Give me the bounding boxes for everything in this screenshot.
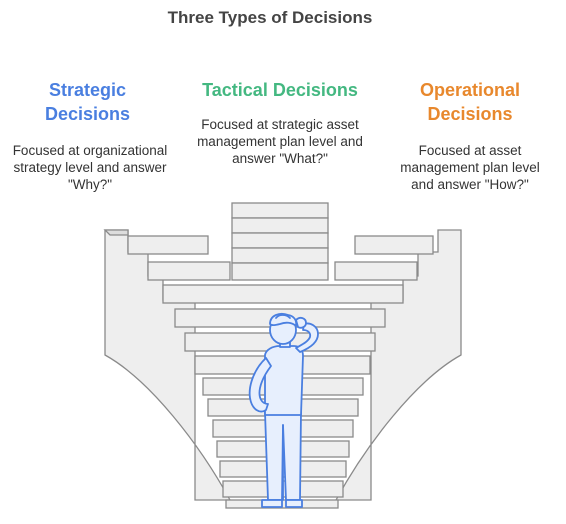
- operational-heading: Operational Decisions: [419, 80, 521, 124]
- thinking-person-icon: [248, 312, 319, 508]
- diagram-title: Three Types of Decisions: [167, 8, 373, 27]
- operational-description: Focused at asset management plan level a…: [400, 143, 540, 192]
- strategic-description: Focused at organizational strategy level…: [12, 143, 168, 192]
- tactical-description: Focused at strategic asset management pl…: [197, 117, 363, 166]
- tactical-heading: Tactical Decisions: [202, 80, 358, 100]
- strategic-heading: Strategic Decisions: [44, 80, 131, 124]
